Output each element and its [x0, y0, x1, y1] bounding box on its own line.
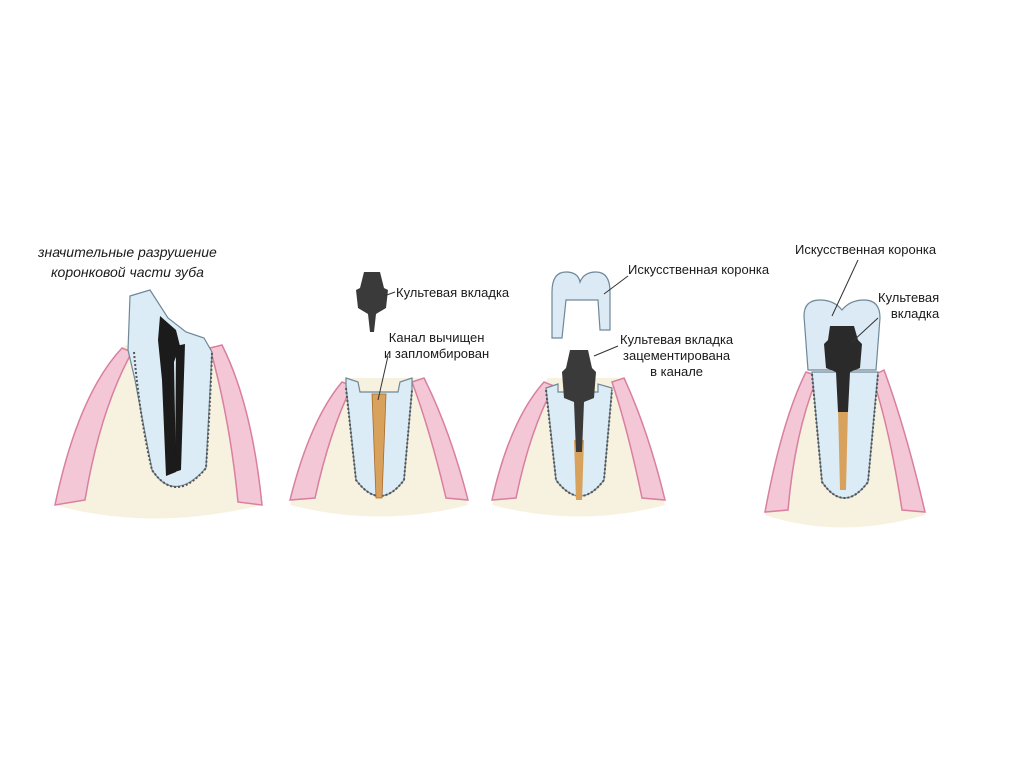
label-crown-3-line-1: Искусственная коронка	[628, 262, 770, 277]
gum-right-3	[611, 377, 666, 501]
gum-left-3	[491, 381, 556, 501]
leader-crown-4	[831, 259, 859, 317]
label-canal-cleaned-line-1: Канал вычищен	[388, 330, 485, 345]
canal-filling-2	[371, 393, 387, 499]
post-core-loose	[356, 272, 388, 332]
label-canal-cleaned-line-2: и запломбирован	[384, 346, 490, 361]
label-post-core-2-line-1: Культевая вкладка	[396, 285, 510, 300]
label-post-cemented-line-1: Культевая вкладка	[620, 332, 734, 347]
label-damaged-crown-line-2: коронковой части зуба	[50, 264, 204, 280]
root-outline-1	[133, 351, 213, 488]
label-post-4-line-2: вкладка	[890, 306, 940, 321]
leader-post-3	[593, 345, 619, 357]
stage-canal-prepared	[289, 272, 469, 517]
gum-left-1	[54, 347, 134, 506]
label-canal-cleaned: Канал вычищен и запломбирован	[384, 330, 489, 362]
pulp-1	[175, 344, 185, 472]
leader-post-core-2	[383, 291, 396, 297]
leader-post-4	[851, 317, 879, 343]
canal-filling-4	[838, 408, 848, 490]
leader-crown-3	[603, 275, 629, 295]
label-post-4-line-1: Культевая	[878, 290, 940, 305]
stage-post-cemented	[491, 271, 666, 517]
decay-1	[158, 316, 180, 476]
label-crown-4: Искусственная коронка	[795, 242, 936, 258]
root-outline-2	[345, 387, 413, 497]
gum-right-1	[209, 344, 263, 506]
label-post-4: Культевая вкладка	[878, 290, 939, 322]
label-post-cemented-line-2: зацементирована	[623, 348, 731, 363]
crown-loose	[551, 271, 611, 339]
label-crown-4-line-1: Искусственная коронка	[795, 242, 937, 257]
label-damaged-crown-line-1: значительные разрушение	[38, 244, 217, 260]
gum-right-2	[411, 377, 469, 501]
label-crown-3: Искусственная коронка	[628, 262, 769, 278]
canal-filling-3	[574, 440, 584, 500]
root-outline-4	[811, 373, 879, 499]
stage-damaged-tooth	[54, 289, 263, 519]
label-post-cemented: Культевая вкладка зацементирована в кана…	[620, 332, 733, 380]
label-post-core-2: Культевая вкладка	[396, 285, 509, 301]
gum-right-4	[871, 368, 926, 513]
post-core-final	[824, 326, 862, 412]
post-core-cemented	[562, 350, 596, 452]
label-post-cemented-line-3: в канале	[650, 364, 704, 379]
leader-canal-2	[377, 355, 389, 401]
stage-crowned	[764, 259, 926, 528]
label-damaged-crown: значительные разрушение коронковой части…	[38, 242, 217, 282]
